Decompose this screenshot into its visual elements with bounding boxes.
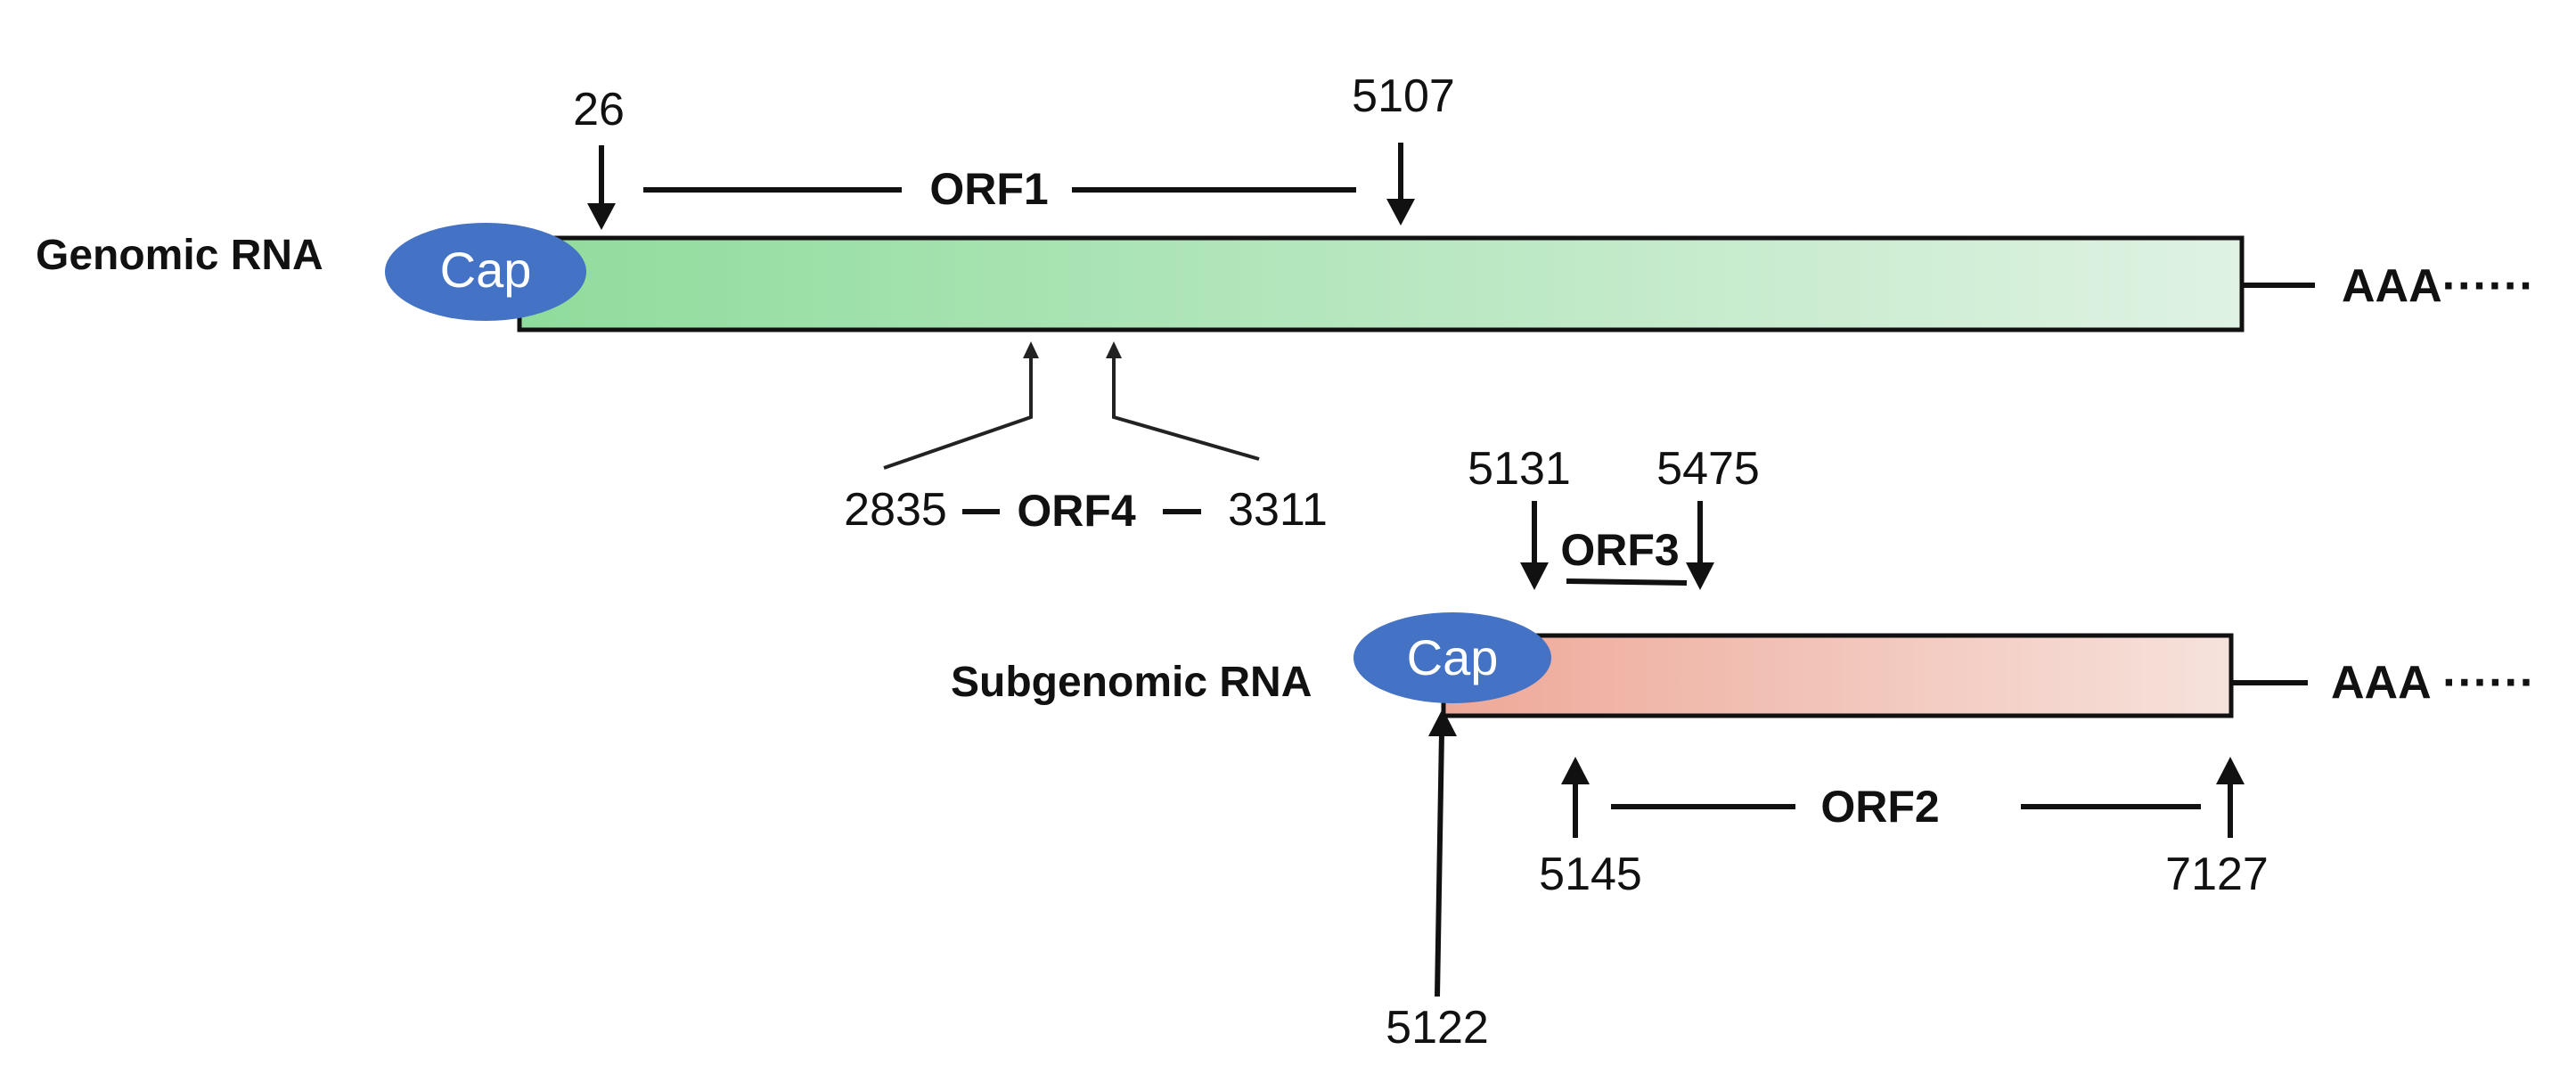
orf3-end-label: 5475 [1656, 443, 1760, 495]
subgenomic-cap-label: Cap [1407, 629, 1499, 685]
subgenomic-rna-label: Subgenomic RNA [951, 659, 1312, 706]
orf4-start-pointer [883, 357, 1033, 470]
orf4-end-pointer [1112, 357, 1260, 461]
orf2-annotation: 5145 ORF2 7127 [1539, 757, 2269, 900]
genomic-cap-ellipse [385, 223, 586, 321]
orf2-end-label: 7127 [2165, 849, 2269, 900]
orf3-annotation: 5131 ORF3 5475 [1468, 443, 1760, 590]
sg-start-label: 5122 [1386, 1002, 1489, 1054]
genomic-polya-tail: AAA······ [2342, 260, 2535, 312]
orf3-line [1566, 578, 1688, 586]
genomic-rna: Genomic RNA Cap AAA······ [36, 223, 2535, 332]
orf2-start-label: 5145 [1539, 849, 1642, 900]
subgenomic-cap-ellipse [1353, 612, 1551, 703]
orf2-label: ORF2 [1820, 782, 1939, 832]
subgenomic-rna-bar [1441, 633, 2234, 718]
subgenomic-polya-tail: AAA ······ [2331, 657, 2535, 709]
orf3-end-arrowhead [1686, 562, 1714, 590]
subgenomic-rna: Subgenomic RNA Cap AAA ······ [951, 612, 2535, 718]
orf1-label: ORF1 [929, 164, 1048, 214]
orf1-start-label: 26 [573, 84, 625, 135]
orf1-end-label: 5107 [1352, 70, 1455, 122]
orf4-start-arrowhead [1023, 341, 1039, 358]
genomic-rna-label: Genomic RNA [36, 232, 323, 279]
orf4-annotation: 2835 ORF4 3311 [844, 341, 1328, 536]
subgenomic-start-annotation: 5122 [1386, 709, 1489, 1054]
orf1-start-arrowhead [587, 203, 616, 230]
orf1-end-arrowhead [1386, 199, 1415, 226]
orf4-end-label: 3311 [1228, 484, 1328, 536]
orf2-start-arrowhead [1561, 757, 1590, 784]
orf2-end-arrowhead [2216, 757, 2245, 784]
orf4-start-label: 2835 [844, 484, 947, 536]
orf1-annotation: 26 ORF1 5107 [573, 70, 1455, 230]
genomic-rna-bar [517, 235, 2245, 332]
sg-start-arrow-shaft [1435, 732, 1444, 997]
orf3-start-arrowhead [1520, 562, 1549, 590]
sg-start-arrowhead [1428, 709, 1457, 736]
genomic-cap-label: Cap [440, 242, 532, 298]
orf3-label: ORF3 [1560, 525, 1679, 575]
orf4-label: ORF4 [1017, 486, 1136, 536]
orf3-start-label: 5131 [1468, 443, 1571, 495]
orf4-end-arrowhead [1106, 341, 1122, 358]
